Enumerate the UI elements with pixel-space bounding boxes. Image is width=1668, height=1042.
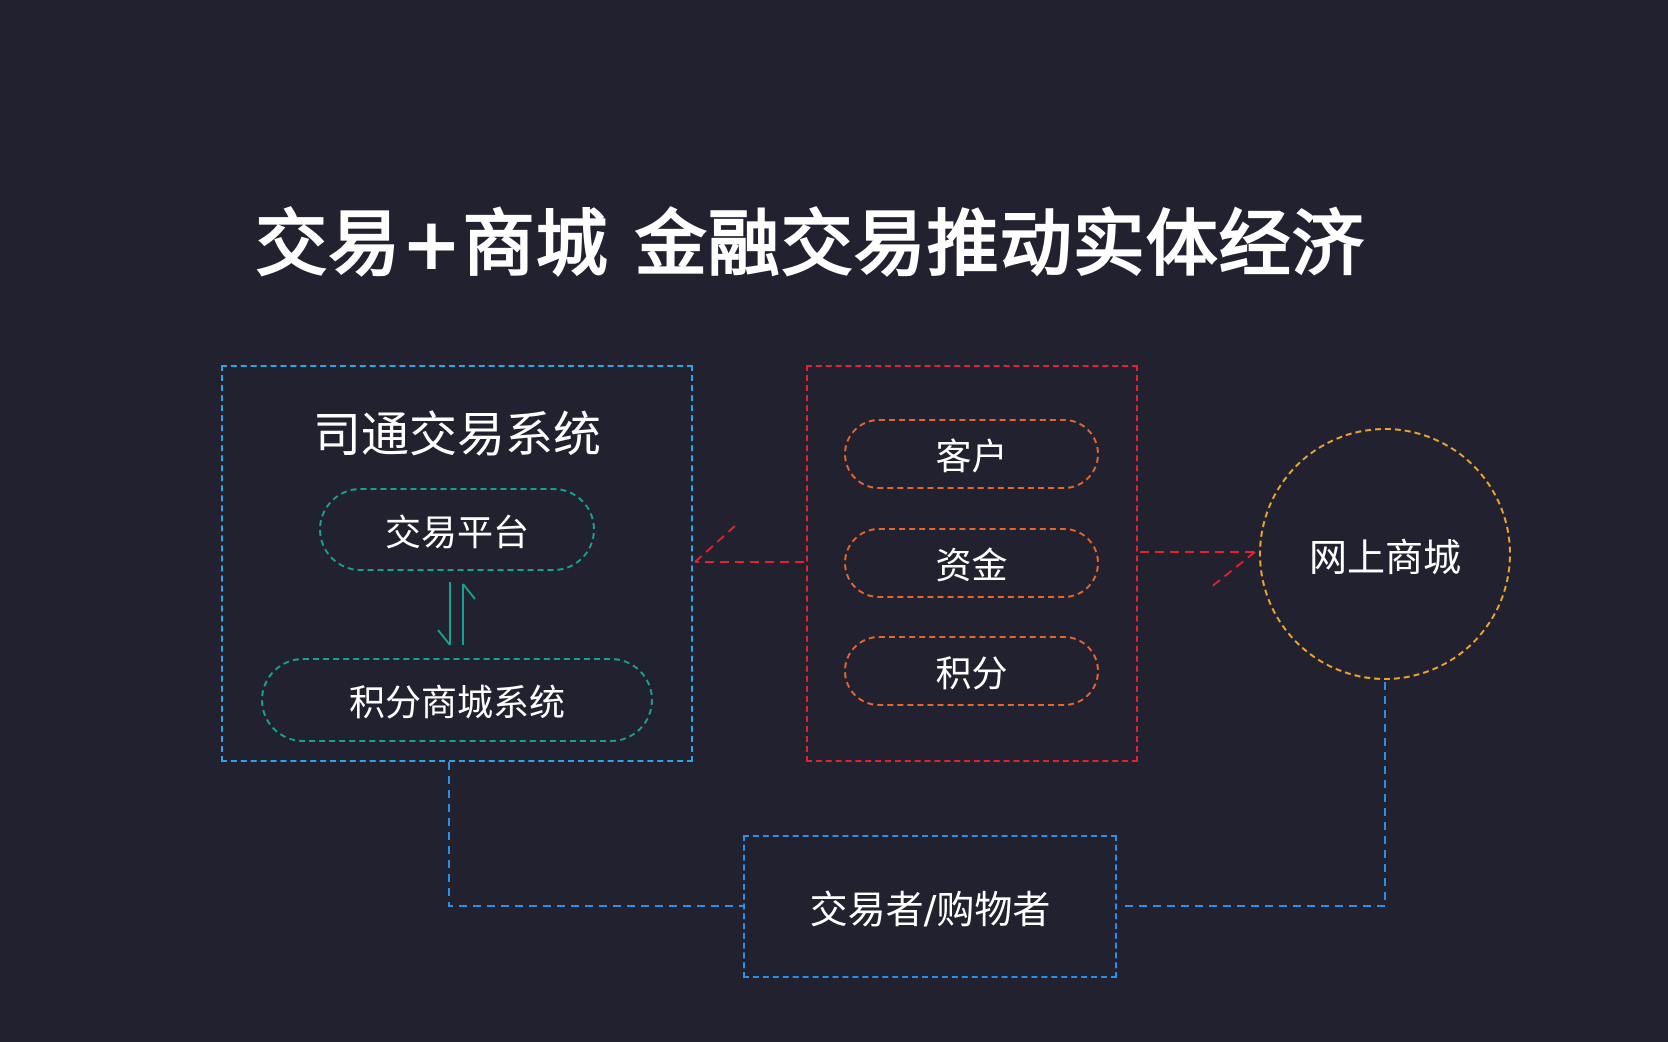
trader-box xyxy=(743,835,1117,978)
exchange-arrow-up-head xyxy=(462,583,476,600)
exchange-arrow-down-head xyxy=(437,629,451,646)
customer-node: 客户 xyxy=(844,419,1099,489)
trading-platform-node: 交易平台 xyxy=(319,488,595,571)
trader-label: 交易者/购物者 xyxy=(809,888,1051,932)
trading-system-title: 司通交易系统 xyxy=(312,407,601,463)
resources-box xyxy=(806,365,1138,762)
customer-label: 客户 xyxy=(935,437,1008,478)
online-mall-node: 网上商城 xyxy=(1259,428,1511,680)
points-node: 积分 xyxy=(844,636,1099,706)
online-mall-label: 网上商城 xyxy=(1308,535,1461,580)
arrow-resources-to-system-head xyxy=(694,525,736,563)
funds-label: 资金 xyxy=(935,546,1008,587)
trading-system-box xyxy=(221,365,693,762)
arrow-resources-to-mall-head xyxy=(1209,551,1256,589)
points-label: 积分 xyxy=(935,654,1008,695)
page-title: 交易+商城 金融交易推动实体经济 xyxy=(255,202,1365,286)
points-mall-system-label: 积分商城系统 xyxy=(348,683,565,724)
trading-platform-label: 交易平台 xyxy=(384,512,529,554)
funds-node: 资金 xyxy=(844,528,1099,598)
connector-system-to-trader xyxy=(448,762,743,907)
connector-mall-to-trader xyxy=(1119,682,1386,907)
points-mall-system-node: 积分商城系统 xyxy=(261,658,653,742)
